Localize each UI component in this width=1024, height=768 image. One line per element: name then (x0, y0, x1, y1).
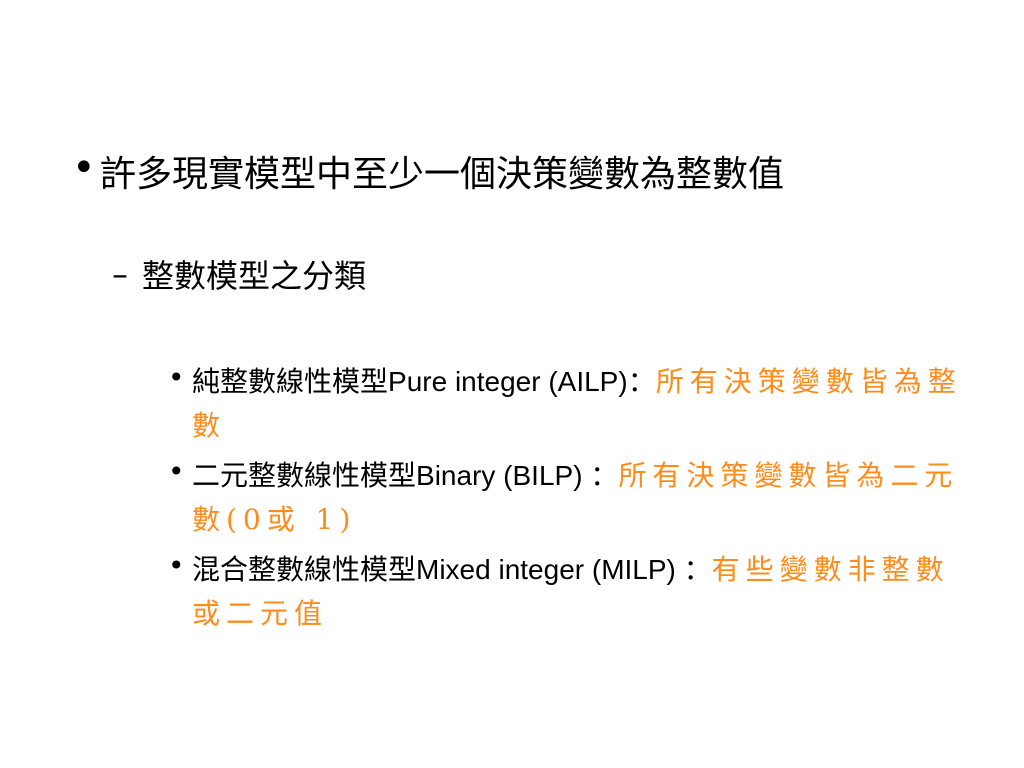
main-point: 許多現實模型中至少一個決策變數為整數值 (100, 154, 785, 195)
item-separator: ： (683, 553, 712, 586)
category-item-2: 二元整數線性模型Binary (BILP) ：所有決策變數皆為二元數(0或 1) (192, 454, 962, 542)
item-description: 所有決策變數皆為二元數(0或 1) (192, 459, 959, 536)
item-title-en: Binary (BILP) (416, 460, 591, 491)
category-item-3: 混合整數線性模型Mixed integer (MILP) ：有些變數非整數或二元… (192, 548, 962, 636)
item-separator: ： (627, 365, 656, 398)
bullet-item-3: • (168, 549, 185, 582)
item-description: 有些變數非整數或二元值 (192, 553, 950, 630)
item-title-zh: 混合整數線性模型 (192, 553, 417, 586)
sub-point-heading: 整數模型之分類 (142, 257, 367, 295)
item-separator: ： (590, 459, 619, 492)
item-title-zh: 純整數線性模型 (192, 365, 389, 398)
item-title-en: Pure integer (AILP) (388, 366, 628, 397)
bullet-item-1: • (168, 361, 185, 394)
category-item-1: 純整數線性模型Pure integer (AILP)：所有決策變數皆為整數 (192, 360, 962, 448)
bullet-item-2: • (168, 455, 185, 488)
item-description: 所有決策變數皆為整數 (192, 365, 962, 442)
item-title-en: Mixed integer (MILP) (416, 554, 684, 585)
bullet-level1: • (72, 145, 96, 191)
item-title-zh: 二元整數線性模型 (192, 459, 417, 492)
dash-level2: – (112, 255, 128, 293)
